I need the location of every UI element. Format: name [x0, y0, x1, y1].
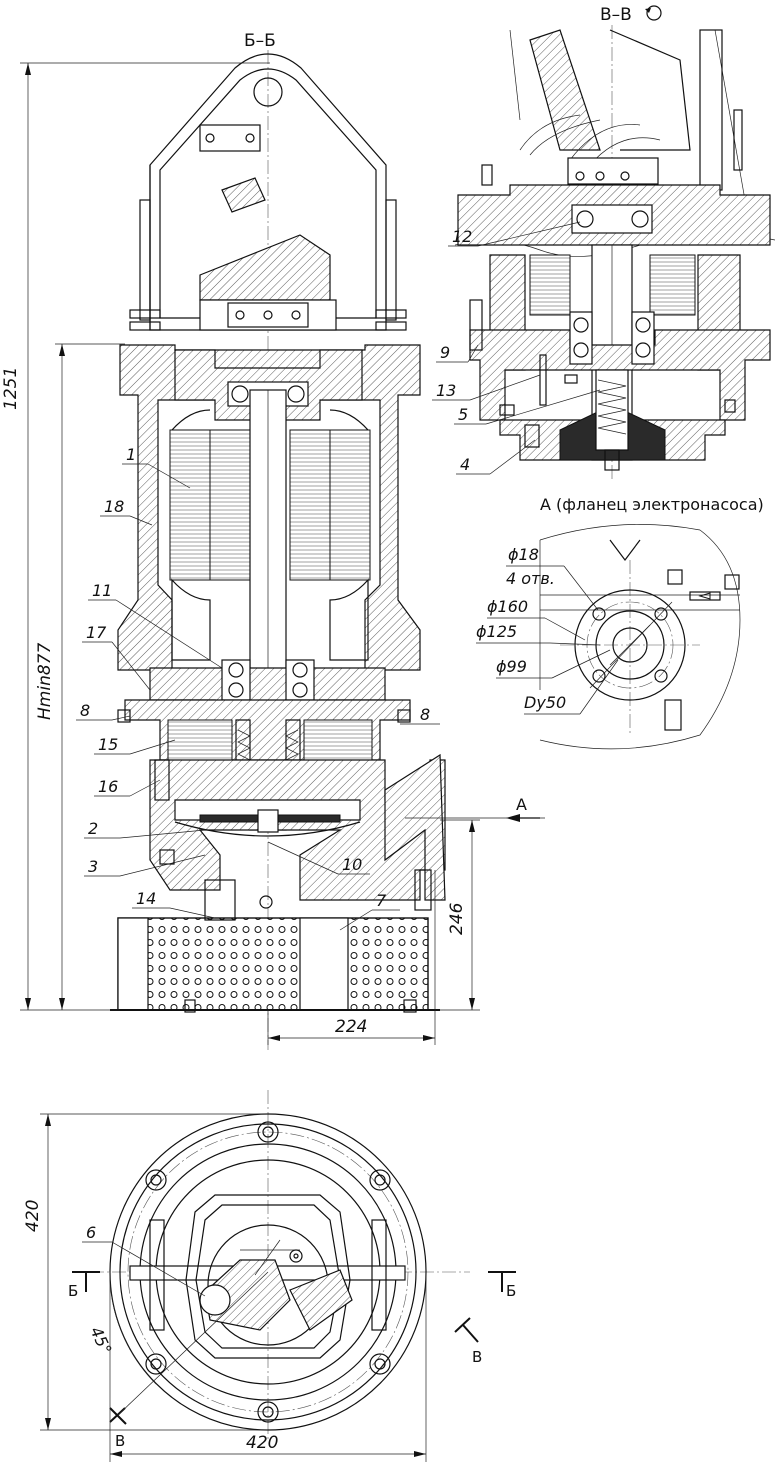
- callouts-vv: 12 9 13 5 4: [432, 221, 601, 475]
- svg-text:3: 3: [88, 857, 98, 876]
- view-arrow-a: А: [516, 795, 527, 814]
- dim-overall-height: 1251: [1, 367, 21, 410]
- stator-right: [329, 429, 371, 581]
- view-a-title: А (фланец электронасоса): [540, 495, 764, 514]
- section-marker-v-left: В: [115, 1432, 125, 1450]
- flange-nominal: Dy50: [524, 693, 566, 712]
- svg-text:15: 15: [98, 735, 118, 754]
- svg-text:14: 14: [136, 889, 156, 908]
- dim-bottom-height: 246: [447, 902, 467, 935]
- callouts-right: 8 10 7: [267, 705, 440, 931]
- plan-view: Б Б В В 45° 6 420 420: [23, 1090, 516, 1462]
- flange-hole-dia: ϕ18: [508, 545, 539, 564]
- dim-min-height: Hmin877: [35, 643, 55, 720]
- svg-text:6: 6: [86, 1223, 96, 1242]
- section-marker-b-right: Б: [506, 1282, 516, 1300]
- svg-text:9: 9: [440, 343, 450, 362]
- svg-text:2: 2: [88, 819, 98, 838]
- stator-left: [169, 429, 211, 581]
- dim-plan-width: 420: [246, 1433, 278, 1453]
- svg-text:16: 16: [98, 777, 118, 796]
- svg-text:12: 12: [452, 227, 472, 246]
- plan-bolt-holes: [145, 1121, 391, 1423]
- svg-text:8: 8: [420, 705, 430, 724]
- svg-text:4: 4: [460, 455, 470, 474]
- section-vv-title: В–В: [600, 5, 632, 25]
- svg-text:10: 10: [342, 855, 362, 874]
- section-bb-title: Б–Б: [244, 31, 276, 51]
- strainer: [117, 917, 429, 1011]
- section-marker-v-right: В: [472, 1348, 482, 1366]
- view-a-flange: А (фланец электронасоса) ϕ18 4 отв. ϕ160…: [476, 495, 764, 750]
- flange-outer: [574, 589, 686, 701]
- dim-angle: 45°: [86, 1324, 115, 1358]
- flange-d-bolt: ϕ125: [476, 622, 517, 641]
- section-vv: В–В: [432, 5, 775, 480]
- dim-plan-height: 420: [23, 1200, 43, 1232]
- callouts-left: 1 18 11 17 8 15 16 2 3 14: [76, 445, 223, 919]
- svg-text:8: 8: [80, 701, 90, 720]
- svg-text:18: 18: [104, 497, 124, 516]
- dim-axis-offset: 224: [335, 1017, 367, 1037]
- svg-text:13: 13: [436, 381, 456, 400]
- svg-text:17: 17: [86, 623, 107, 642]
- svg-text:1: 1: [126, 445, 136, 464]
- flange-holes: 4 отв.: [506, 569, 555, 588]
- rotated-view-icon: [646, 5, 662, 21]
- svg-text:7: 7: [376, 891, 387, 910]
- svg-text:11: 11: [92, 581, 112, 600]
- section-marker-b-left: Б: [68, 1282, 78, 1300]
- flange-d-outer: ϕ160: [487, 597, 528, 616]
- flange-d-face: ϕ99: [496, 657, 527, 676]
- svg-text:5: 5: [458, 405, 468, 424]
- section-bb: Б–Б: [1, 31, 545, 1050]
- motor-housing: [117, 344, 421, 671]
- flange-bolt-circle: [586, 601, 674, 689]
